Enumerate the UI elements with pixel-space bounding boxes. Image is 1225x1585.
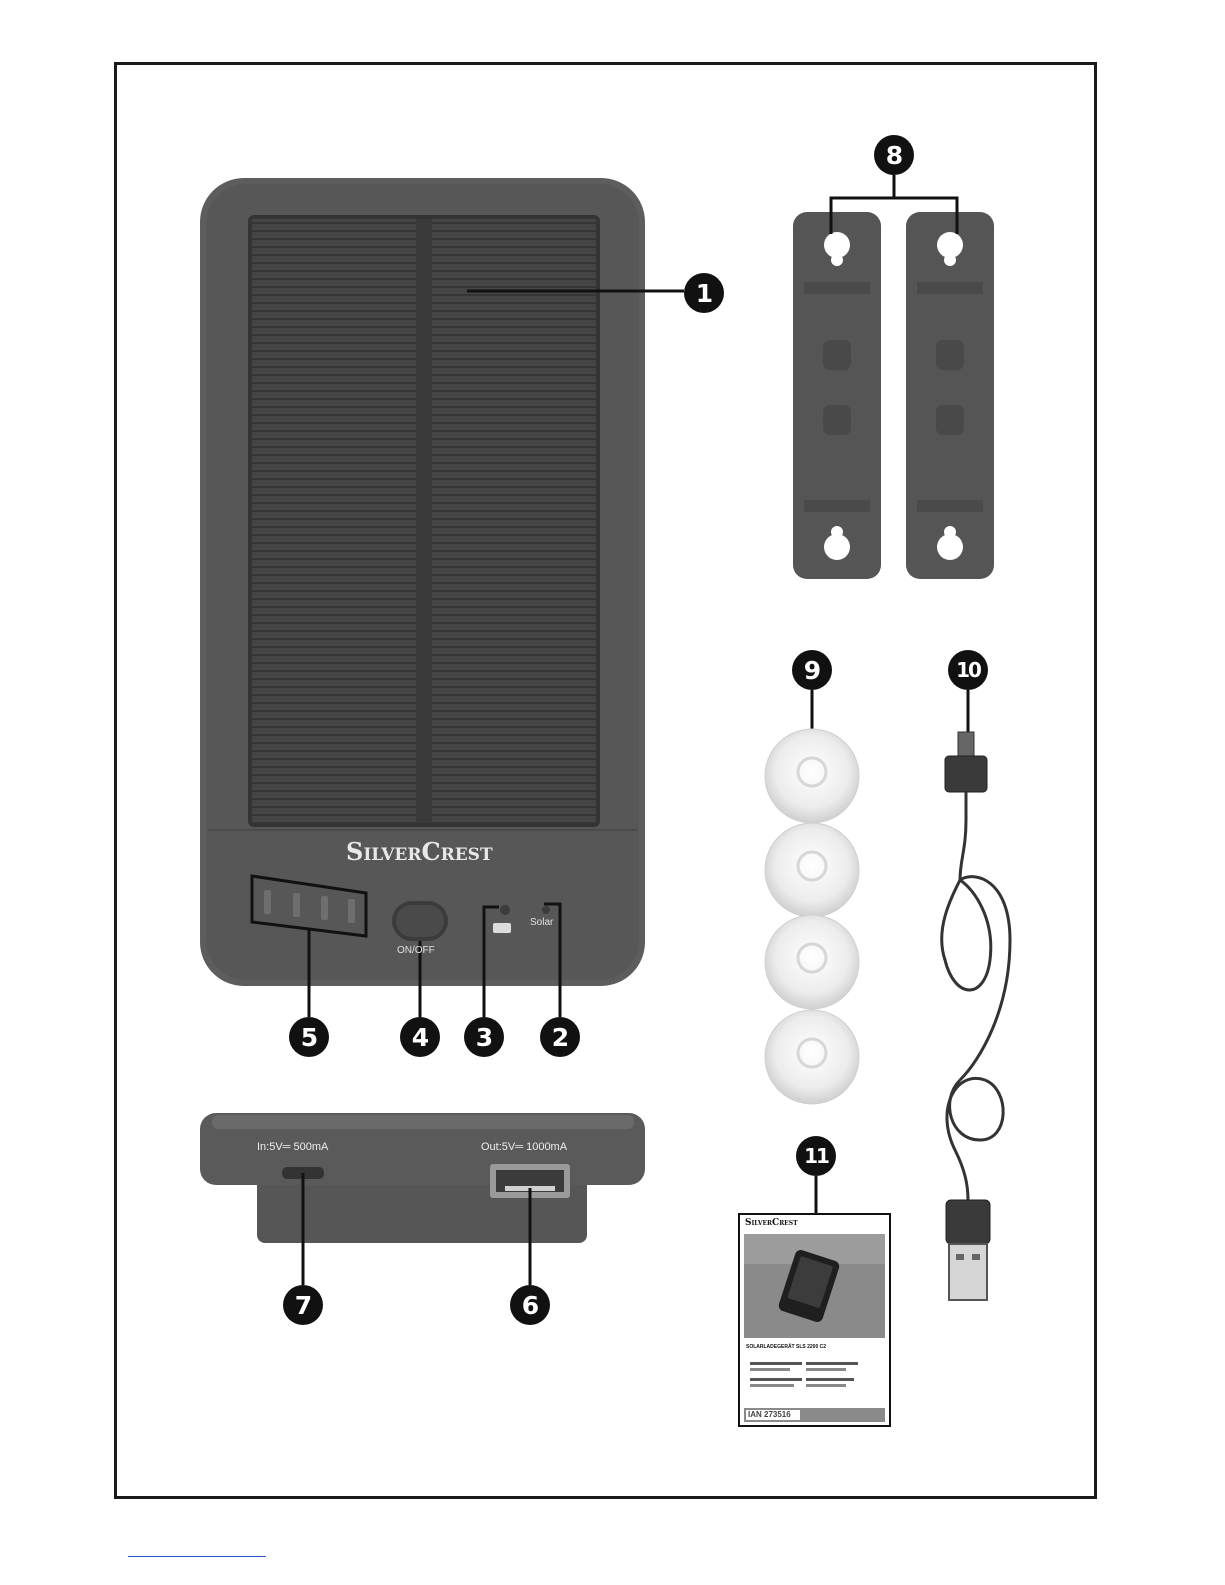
footer-link-underline	[128, 1556, 266, 1557]
charge-led	[500, 905, 510, 915]
output-rating-label: Out:5V═ 1000mA	[481, 1141, 567, 1153]
manual-title: SOLARLADEGERÄT SLS 2200 C2	[746, 1344, 826, 1350]
callout-11: 11	[796, 1136, 836, 1176]
suction-cups	[765, 690, 859, 1104]
callout-6: 6	[510, 1285, 550, 1325]
callout-10: 10	[948, 650, 988, 690]
solar-charger-side	[200, 1113, 645, 1285]
bracket-left	[793, 212, 881, 579]
callout-9: 9	[792, 650, 832, 690]
manual-brand: SilverCrest	[745, 1218, 798, 1228]
manual-ian: IAN 273516	[748, 1410, 791, 1419]
bracket-right	[906, 212, 994, 579]
callout-8: 8	[874, 135, 914, 175]
usb-cable	[942, 690, 1010, 1300]
callout-5: 5	[289, 1017, 329, 1057]
solar-led	[542, 906, 550, 914]
mounting-brackets	[793, 175, 994, 579]
on-off-label: ON/OFF	[397, 945, 435, 956]
callout-2: 2	[540, 1017, 580, 1057]
solar-label: Solar	[530, 917, 553, 928]
brand-logo: SilverCrest	[346, 837, 493, 866]
callout-7: 7	[283, 1285, 323, 1325]
callout-1: 1	[684, 273, 724, 313]
callout-4: 4	[400, 1017, 440, 1057]
instruction-manual	[739, 1176, 890, 1426]
input-rating-label: In:5V═ 500mA	[257, 1141, 328, 1153]
callout-3: 3	[464, 1017, 504, 1057]
battery-icon	[493, 923, 511, 933]
